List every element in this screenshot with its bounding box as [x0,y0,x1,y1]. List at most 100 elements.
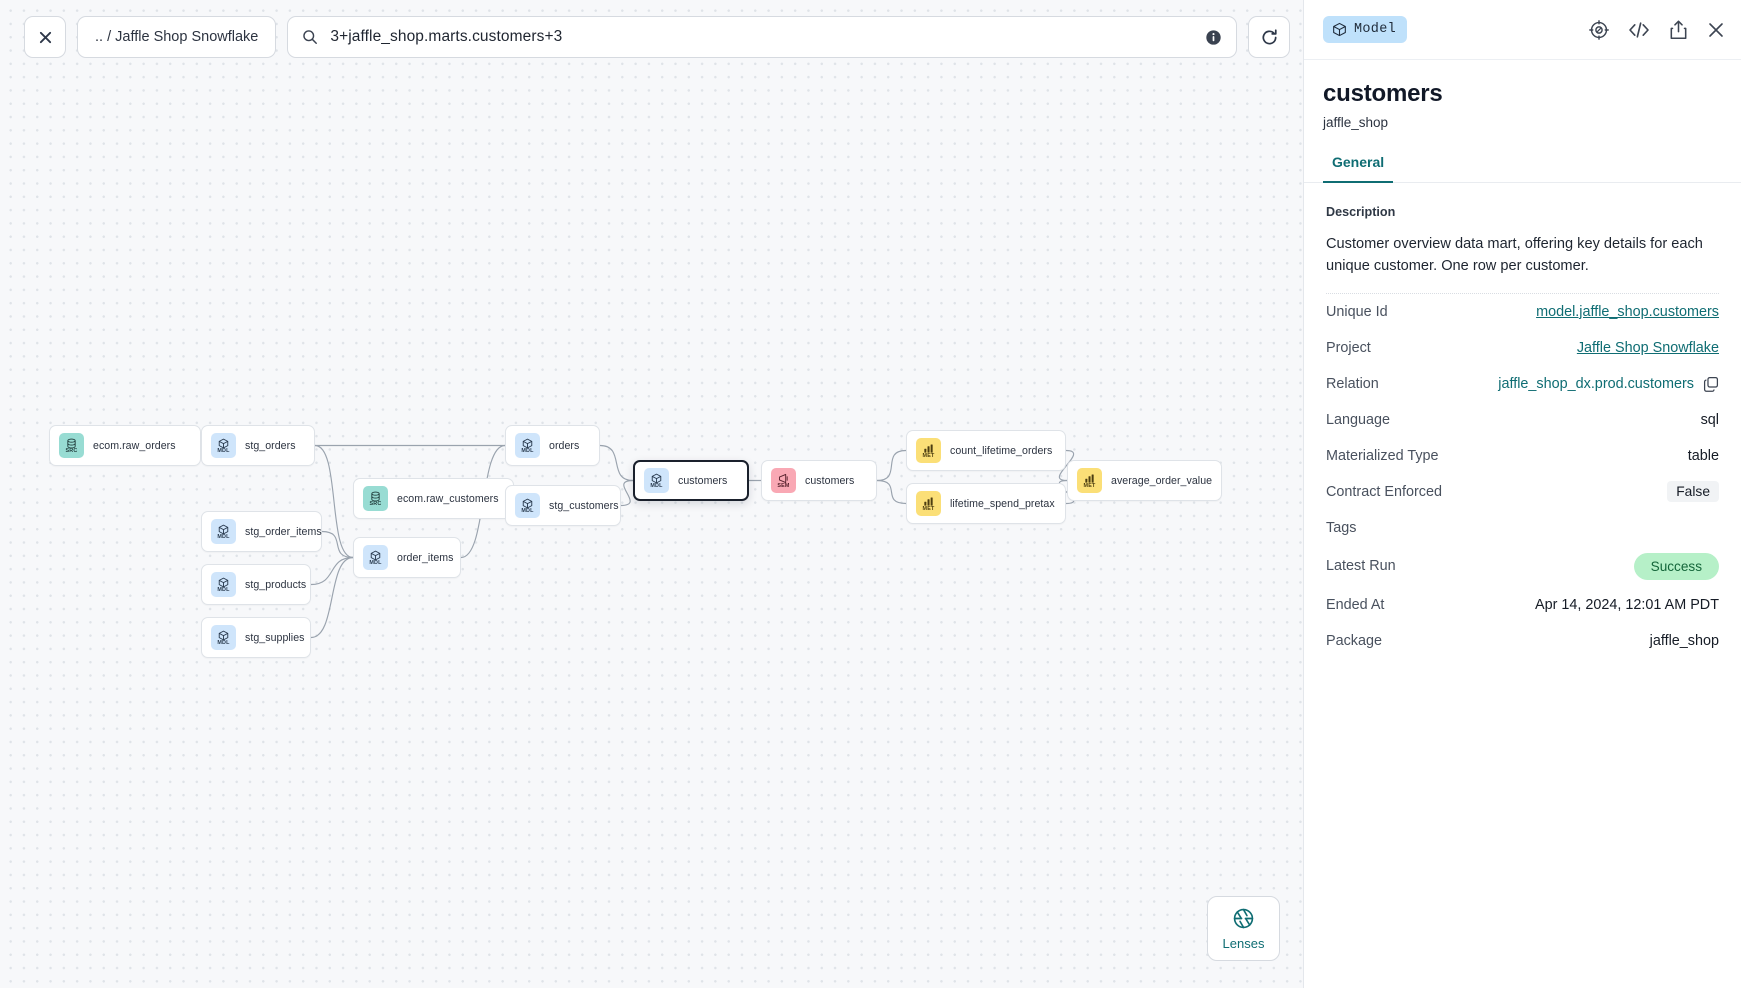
resource-type-label: Model [1354,22,1397,37]
search-input[interactable]: 3+jaffle_shop.marts.customers+3 [287,16,1238,58]
search-query-value: 3+jaffle_shop.marts.customers+3 [330,28,563,45]
graph-node-label: ecom.raw_customers [397,492,499,505]
description-label: Description [1326,204,1396,219]
graph-node-label: orders [549,439,580,452]
node-type-badge-mdl-icon: MDL [211,433,236,458]
detail-row-link[interactable]: Jaffle Shop Snowflake [1576,339,1719,356]
graph-node-label: stg_products [245,578,307,591]
graph-node-order_items[interactable]: MDL order_items [353,537,461,578]
node-type-badge-met-icon: MET [1077,468,1102,493]
node-type-badge-mdl-icon: MDL [644,468,669,493]
aperture-icon [1233,908,1254,928]
graph-node-label: stg_customers [549,499,619,512]
detail-row-key: Latest Run [1326,558,1396,575]
detail-row-value: jaffle_shop_dx.prod.customers [1498,375,1694,392]
graph-node-label: count_lifetime_orders [950,444,1053,457]
graph-edge [876,449,907,482]
graph-node-customers_sem[interactable]: SEM customers [761,460,877,501]
lenses-label: Lenses [1222,935,1265,951]
close-button[interactable] [24,16,66,58]
page-subtitle: jaffle_shop [1323,115,1389,130]
detail-row-value-group: jaffle_shop_dx.prod.customers [1498,376,1719,392]
graph-node-customers_model[interactable]: MDL customers [633,460,749,501]
canvas-toolbar: .. / Jaffle Shop Snowflake 3+jaffle_shop… [24,16,1291,58]
refresh-button[interactable] [1248,16,1291,58]
detail-row: Latest Run Success [1326,546,1719,587]
graph-node-lifetime_spend_pretax[interactable]: MET lifetime_spend_pretax [906,483,1066,524]
node-type-badge-mdl-icon: MDL [363,545,388,570]
close-icon [1709,22,1723,37]
graph-node-orders[interactable]: MDL orders [505,425,600,466]
detail-row-key: Tags [1326,519,1357,536]
detail-row-link[interactable]: model.jaffle_shop.customers [1536,303,1719,320]
view-code-button[interactable] [1628,21,1650,39]
resource-type-badge: Model [1323,16,1408,43]
breadcrumb[interactable]: .. / Jaffle Shop Snowflake [77,16,277,58]
explore-button[interactable] [1589,19,1609,40]
details-panel: Model [1303,0,1741,988]
graph-node-label: order_items [397,551,454,564]
cube-icon [1333,22,1346,37]
graph-node-label: stg_orders [245,439,296,452]
detail-row-key: Language [1326,411,1391,428]
detail-row-key: Project [1326,339,1371,356]
graph-node-average_order_value[interactable]: MET average_order_value [1067,460,1222,501]
detail-row: Project Jaffle Shop Snowflake [1326,330,1719,366]
graph-node-label: average_order_value [1111,474,1213,487]
detail-row: Contract Enforced False [1326,474,1719,510]
close-icon [39,31,51,43]
graph-node-label: customers [805,474,855,487]
graph-edge [876,479,907,505]
graph-node-label: stg_supplies [245,631,305,644]
share-button[interactable] [1669,20,1688,40]
detail-row-value: False [1667,481,1719,503]
lineage-canvas[interactable]: .. / Jaffle Shop Snowflake 3+jaffle_shop… [0,0,1303,988]
graph-node-stg_orders[interactable]: MDL stg_orders [201,425,315,466]
detail-row-key: Contract Enforced [1326,483,1442,500]
status-badge: Success [1633,552,1719,580]
node-type-badge-mdl-icon: MDL [515,493,540,518]
detail-row-value: sql [1700,411,1719,428]
node-type-badge-met-icon: MET [916,491,941,516]
graph-node-label: lifetime_spend_pretax [950,497,1055,510]
node-type-badge-src-icon: SRC [363,486,388,511]
graph-node-label: ecom.raw_orders [93,439,176,452]
graph-edge [620,479,634,507]
detail-row-key: Ended At [1326,596,1385,613]
graph-edge [321,530,354,559]
tab-general[interactable]: General [1323,154,1394,183]
description-text: Customer overview data mart, offering ke… [1326,233,1719,294]
graph-node-label: stg_order_items [245,525,322,538]
detail-row: Tags [1326,510,1719,546]
detail-row: Language sql [1326,402,1719,438]
graph-node-ecom_raw_customers[interactable]: SRC ecom.raw_customers [353,478,514,519]
panel-close-button[interactable] [1707,21,1725,39]
info-icon[interactable] [1205,29,1222,46]
copy-icon[interactable] [1703,376,1719,392]
code-icon [1629,21,1649,38]
node-type-badge-sem-icon: SEM [771,468,796,493]
graph-node-stg_customers[interactable]: MDL stg_customers [505,485,621,526]
graph-node-stg_products[interactable]: MDL stg_products [201,564,311,605]
details-tabs: General [1304,154,1741,183]
graph-node-label: customers [678,474,728,487]
share-icon [1670,20,1687,39]
graph-node-ecom_raw_orders[interactable]: SRC ecom.raw_orders [49,425,201,466]
node-type-badge-mdl-icon: MDL [211,572,236,597]
node-type-badge-src-icon: SRC [59,433,84,458]
detail-row-key: Package [1326,632,1383,649]
explore-icon [1589,19,1609,40]
lenses-button[interactable]: Lenses [1207,896,1280,961]
detail-row-value: table [1687,447,1719,464]
node-type-badge-mdl-icon: MDL [515,433,540,458]
graph-edge [310,556,354,586]
